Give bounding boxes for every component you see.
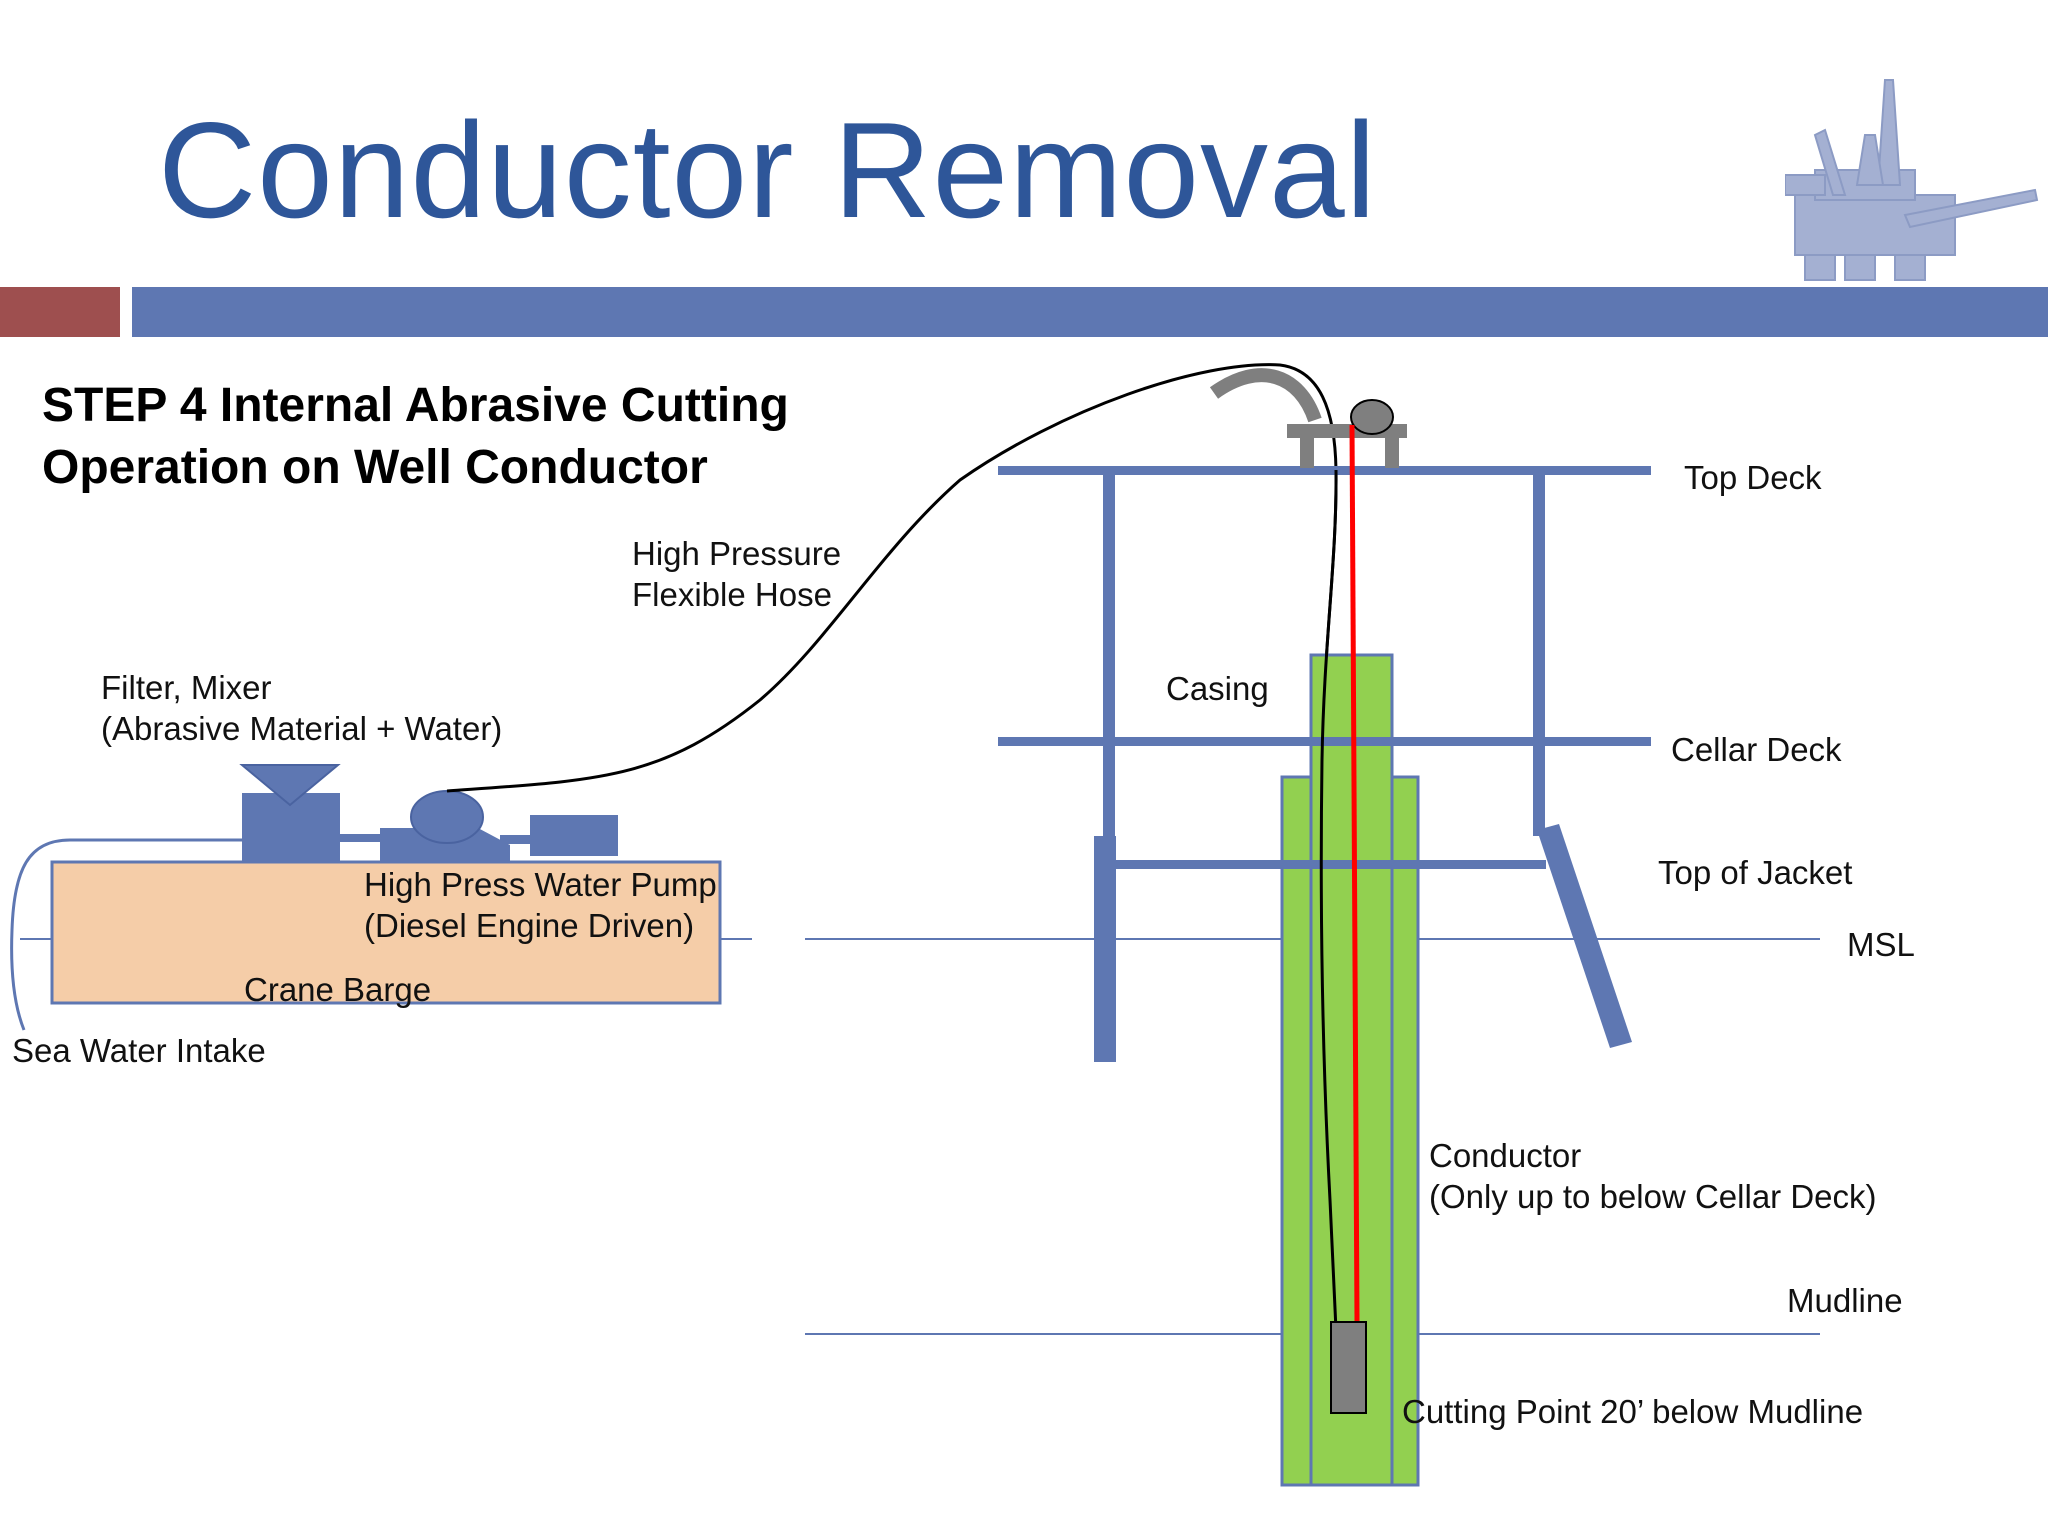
label-filter-mixer: Filter, Mixer (Abrasive Material + Water…	[101, 667, 502, 749]
step-heading: STEP 4 Internal Abrasive Cutting Operati…	[42, 375, 789, 499]
label-crane-barge: Crane Barge	[244, 971, 432, 1008]
page-title: Conductor Removal	[158, 94, 1377, 246]
label-cellar-deck: Cellar Deck	[1671, 731, 1842, 768]
pump-base	[380, 828, 510, 862]
wellhead-support-left	[1300, 438, 1314, 468]
winch-drum	[1350, 399, 1394, 435]
wellhead-support-right	[1385, 438, 1399, 468]
hose-in-casing	[1319, 469, 1338, 1331]
label-mudline: Mudline	[1787, 1282, 1903, 1319]
label-hose-line-2: Flexible Hose	[632, 576, 832, 613]
label-pump-line-2: (Diesel Engine Driven)	[364, 907, 695, 944]
label-hose-line-1: High Pressure	[632, 535, 842, 572]
label-sea-water-intake: Sea Water Intake	[12, 1032, 266, 1069]
pipe-pump-engine	[500, 835, 532, 844]
label-conductor: Conductor (Only up to below Cellar Deck)	[1429, 1135, 1877, 1217]
jacket-beam-overlay	[1282, 860, 1418, 869]
cellar-deck-overlay	[1282, 737, 1418, 746]
accent-bar-red	[0, 287, 120, 337]
jacket-leg-left	[1094, 836, 1116, 1062]
label-filter-line-1: Filter, Mixer	[101, 669, 272, 706]
label-water-pump: High Press Water Pump (Diesel Engine Dri…	[364, 864, 717, 946]
sea-water-intake-hose	[10, 838, 242, 1031]
label-filter-line-2: (Abrasive Material + Water)	[101, 710, 503, 747]
cutting-line	[1349, 424, 1360, 1323]
diesel-engine	[530, 815, 618, 856]
label-pump-line-1: High Press Water Pump	[364, 866, 717, 903]
top-deck	[998, 466, 1651, 475]
label-conductor-line-1: Conductor	[1429, 1137, 1582, 1174]
cutting-tool	[1330, 1321, 1367, 1414]
deck-leg-right	[1533, 470, 1545, 836]
label-cutting-point: Cutting Point 20’ below Mudline	[1402, 1393, 1864, 1430]
offshore-platform-icon	[1785, 79, 2039, 281]
hose-sheave	[1209, 368, 1322, 423]
label-top-deck: Top Deck	[1684, 459, 1822, 496]
label-casing: Casing	[1166, 670, 1269, 707]
label-msl: MSL	[1847, 926, 1915, 963]
label-top-of-jacket: Top of Jacket	[1658, 854, 1853, 891]
high-press-water-pump	[410, 790, 484, 844]
label-conductor-line-2: (Only up to below Cellar Deck)	[1429, 1178, 1877, 1215]
step-heading-line-2: Operation on Well Conductor	[42, 441, 708, 494]
header-bar	[132, 287, 2048, 337]
pipe-filter-pump	[340, 834, 380, 842]
jacket-leg-right	[1537, 824, 1632, 1048]
label-high-pressure-hose: High Pressure Flexible Hose	[632, 533, 841, 615]
crane-barge	[50, 860, 722, 1005]
hopper	[239, 764, 341, 807]
deck-leg-left	[1103, 470, 1115, 836]
step-heading-line-1: STEP 4 Internal Abrasive Cutting	[42, 379, 789, 432]
